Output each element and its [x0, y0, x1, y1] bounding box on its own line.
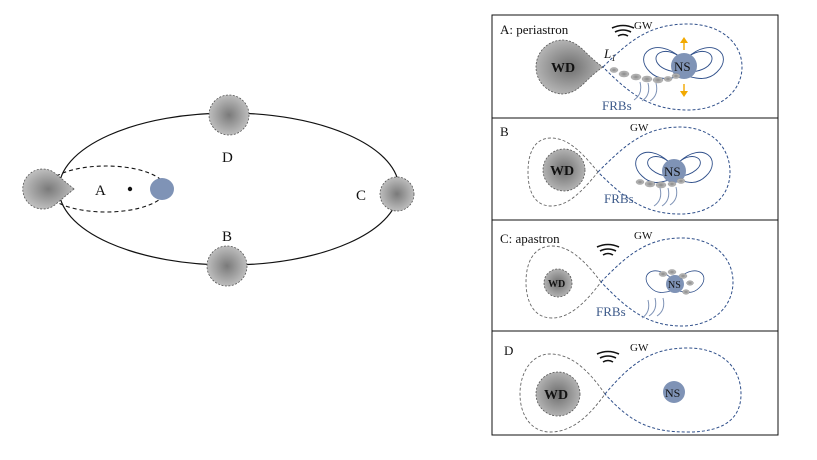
- panel-D: D GW WD NS: [504, 342, 742, 433]
- wd-label: WD: [544, 388, 568, 403]
- wd-roche-lobe: [519, 353, 606, 433]
- wd-label: WD: [548, 279, 565, 290]
- ns-star: [666, 275, 684, 293]
- ns-label: NS: [674, 59, 691, 74]
- gw-icon: [596, 350, 620, 363]
- l1-label: L1: [603, 46, 616, 63]
- ns-label: NS: [668, 280, 681, 291]
- ns-star: [663, 381, 685, 403]
- panel-C: C: apastron GW WD NS FRBs: [500, 230, 734, 327]
- ns-roche-lobe: [600, 237, 734, 327]
- gw-label: GW: [630, 342, 649, 354]
- frb-emission: [653, 186, 678, 207]
- gw-icon: [611, 24, 635, 37]
- frbs-label: FRBs: [596, 304, 626, 319]
- ns-label: NS: [664, 164, 681, 179]
- frbs-label: FRBs: [602, 98, 632, 113]
- ns-roche-lobe: [604, 347, 742, 433]
- ns-roche-lobe: [597, 126, 731, 215]
- label-C: C: [356, 188, 366, 204]
- label-A: A: [95, 183, 106, 199]
- panel-title: B: [500, 124, 509, 139]
- label-D: D: [222, 150, 233, 166]
- wd-label: WD: [551, 61, 575, 76]
- wd-at-C: [379, 176, 415, 212]
- frb-emission: [633, 81, 658, 102]
- frbs-label: FRBs: [604, 191, 634, 206]
- ns-star: [662, 159, 686, 183]
- orbit-diagram: A D B C: [22, 94, 415, 287]
- wd-roche-lobe: [527, 137, 599, 207]
- gw-label: GW: [634, 230, 653, 242]
- wd-teardrop: [535, 39, 604, 95]
- panel-stack: [491, 14, 779, 436]
- panel-title: C: apastron: [500, 231, 560, 246]
- jet: [680, 37, 688, 97]
- ns-at-A: [150, 178, 174, 200]
- gw-label: GW: [634, 20, 653, 32]
- wd-at-B: [206, 245, 248, 287]
- wd-star: [535, 371, 581, 417]
- wd-label: WD: [550, 164, 574, 179]
- ns-star: [671, 53, 697, 79]
- wd-at-A: [22, 168, 75, 210]
- label-B: B: [222, 229, 232, 245]
- panel-A: A: periastron GW WD L1 NS: [500, 20, 743, 113]
- ns-roche-lobe: [602, 23, 743, 111]
- wd-at-D: [208, 94, 250, 136]
- panel-title: D: [504, 343, 513, 358]
- accretion-stream: [635, 178, 686, 189]
- accretion-stream: [609, 67, 681, 84]
- gw-label: GW: [630, 122, 649, 134]
- center-of-mass: [127, 186, 133, 192]
- frb-emission: [641, 297, 665, 319]
- panel-title: A: periastron: [500, 22, 569, 37]
- wd-star: [542, 148, 586, 192]
- panel-frame: [491, 14, 779, 436]
- accretion-stream: [658, 269, 694, 295]
- wd-star: [543, 268, 573, 298]
- gw-icon: [596, 243, 620, 256]
- wd-roche-lobe: [525, 245, 602, 319]
- panel-B: B GW WD NS FRBs: [500, 122, 731, 215]
- ns-label: NS: [665, 386, 680, 400]
